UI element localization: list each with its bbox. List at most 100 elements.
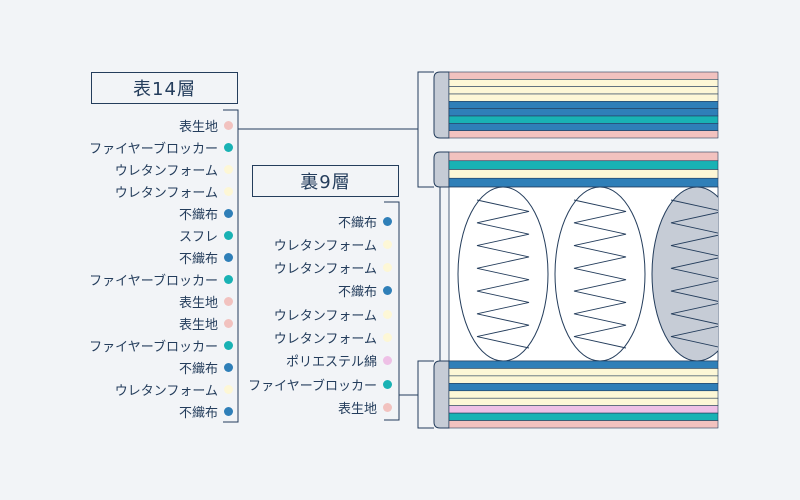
back-layer-color-dot xyxy=(383,333,392,342)
front-layer-label: ウレタンフォーム xyxy=(114,185,218,201)
front-layer-label: 不織布 xyxy=(178,361,218,377)
back-layer-label: ウレタンフォーム xyxy=(273,332,377,347)
layer-brackets xyxy=(433,71,450,429)
back-layer-item: 不織布 xyxy=(338,211,392,231)
top-1-stripe xyxy=(448,71,719,80)
bottom-stripe xyxy=(448,368,719,377)
front-layer-label: ファイヤーブロッカー xyxy=(89,273,218,289)
top-2-stripe xyxy=(448,151,719,162)
coil-group xyxy=(457,187,718,361)
bottom-stripe xyxy=(448,405,719,414)
front-layer-color-dot xyxy=(224,208,233,218)
front-layer-label: 不織布 xyxy=(178,207,218,223)
front-layer-item: スフレ xyxy=(179,225,233,245)
front-layers-title: 表14層 xyxy=(91,72,238,104)
front-layer-color-dot xyxy=(224,142,233,152)
connector-lines xyxy=(223,71,441,429)
back-layer-list: 不織布ウレタンフォームウレタンフォーム不織布ウレタンフォームウレタンフォームポリ… xyxy=(0,0,392,500)
top-layer-group-1 xyxy=(448,71,719,139)
back-layer-item: ウレタンフォーム xyxy=(274,328,392,348)
bottom-stripe xyxy=(448,397,719,406)
spring-coil xyxy=(476,199,530,349)
front-layer-item: ファイヤーブロッカー xyxy=(89,137,233,157)
bottom-stripe xyxy=(448,420,719,429)
bottom-layer-group xyxy=(448,360,719,429)
front-layer-label: ファイヤーブロッカー xyxy=(89,141,218,157)
back-title-text: 裏9層 xyxy=(300,172,351,193)
front-layer-color-dot xyxy=(224,252,233,262)
front-layer-item: 不織布 xyxy=(179,203,233,223)
front-layer-label: 表生地 xyxy=(178,119,218,135)
back-layer-label: ウレタンフォーム xyxy=(273,238,377,254)
back-layer-color-dot xyxy=(383,263,392,273)
layer-bracket xyxy=(433,151,450,188)
top-1-stripe xyxy=(448,130,719,139)
front-layer-label: ファイヤーブロッカー xyxy=(89,339,218,355)
front-layer-color-dot xyxy=(224,340,233,350)
back-layers-title: 裏9層 xyxy=(252,165,399,197)
layer-bracket xyxy=(433,71,450,139)
front-layer-item: 表生地 xyxy=(179,115,233,135)
front-layer-color-dot xyxy=(224,406,233,416)
bottom-stripe xyxy=(448,383,719,392)
back-layer-item: 表生地 xyxy=(338,397,392,417)
spring-coil xyxy=(670,199,718,348)
back-layer-color-dot xyxy=(383,286,392,296)
front-layer-item: ウレタンフォーム xyxy=(115,159,233,179)
front-layer-item: ファイヤーブロッカー xyxy=(89,269,233,289)
back-layer-item: ウレタンフォーム xyxy=(274,258,392,278)
front-layer-label: ウレタンフォーム xyxy=(114,383,218,399)
back-list-bracket xyxy=(384,201,400,421)
top-1-stripe xyxy=(448,86,719,95)
top-1-stripe xyxy=(448,123,719,131)
front-layer-label: 表生地 xyxy=(178,295,218,311)
pocket-coil-outline xyxy=(457,187,549,361)
top-2-stripe xyxy=(448,160,719,170)
back-layer-color-dot xyxy=(383,216,392,226)
bottom-stripe xyxy=(448,360,719,369)
back-layer-label: 表生地 xyxy=(337,401,377,417)
front-layer-item: ファイヤーブロッカー xyxy=(89,335,233,355)
bottom-stripe xyxy=(448,390,719,399)
top-1-stripe xyxy=(448,101,719,109)
front-layer-color-dot xyxy=(224,384,233,394)
back-layer-item: ファイヤーブロッカー xyxy=(248,374,392,394)
front-layer-item: 表生地 xyxy=(179,313,233,333)
front-layer-color-dot xyxy=(224,274,233,284)
back-layer-item: ウレタンフォーム xyxy=(274,304,392,324)
top-1-stripe xyxy=(448,108,719,117)
top-layer-group-2 xyxy=(448,151,719,188)
back-target-bracket xyxy=(417,360,434,429)
spring-coil xyxy=(573,199,627,349)
back-layer-label: 不織布 xyxy=(337,215,377,231)
front-layer-label: 不織布 xyxy=(178,251,218,267)
back-layer-item: ウレタンフォーム xyxy=(274,234,392,254)
bottom-stripe xyxy=(448,375,719,384)
top-1-stripe xyxy=(448,115,719,124)
top-1-stripe xyxy=(448,79,719,87)
top-2-stripe xyxy=(448,177,719,188)
front-layer-item: 表生地 xyxy=(179,291,233,311)
front-layer-color-dot xyxy=(224,164,233,174)
back-layer-label: ポリエステル綿 xyxy=(285,355,377,371)
front-target-bracket xyxy=(417,71,434,188)
pocket-coil-zone xyxy=(448,186,719,362)
front-layer-color-dot xyxy=(224,120,233,130)
front-layer-list: 表生地ファイヤーブロッカーウレタンフォームウレタンフォーム不織布スフレ不織布ファ… xyxy=(0,0,233,500)
front-layer-color-dot xyxy=(224,296,233,306)
front-title-text: 表14層 xyxy=(133,79,196,100)
front-layer-item: ウレタンフォーム xyxy=(115,181,233,201)
layer-bracket xyxy=(433,360,450,429)
front-layer-item: ウレタンフォーム xyxy=(115,379,233,399)
back-layer-label: ウレタンフォーム xyxy=(273,308,377,324)
back-layer-color-dot xyxy=(383,239,392,249)
pocket-coil-outline xyxy=(651,187,718,361)
front-layer-color-dot xyxy=(224,186,233,196)
back-layer-color-dot xyxy=(383,309,392,319)
back-layer-item: ポリエステル綿 xyxy=(286,351,392,371)
front-layer-color-dot xyxy=(224,230,233,240)
top-1-stripe xyxy=(448,93,719,102)
front-layer-label: スフレ xyxy=(178,229,218,245)
pocket-coil-outline xyxy=(554,187,646,361)
front-layer-label: 不織布 xyxy=(178,405,218,421)
